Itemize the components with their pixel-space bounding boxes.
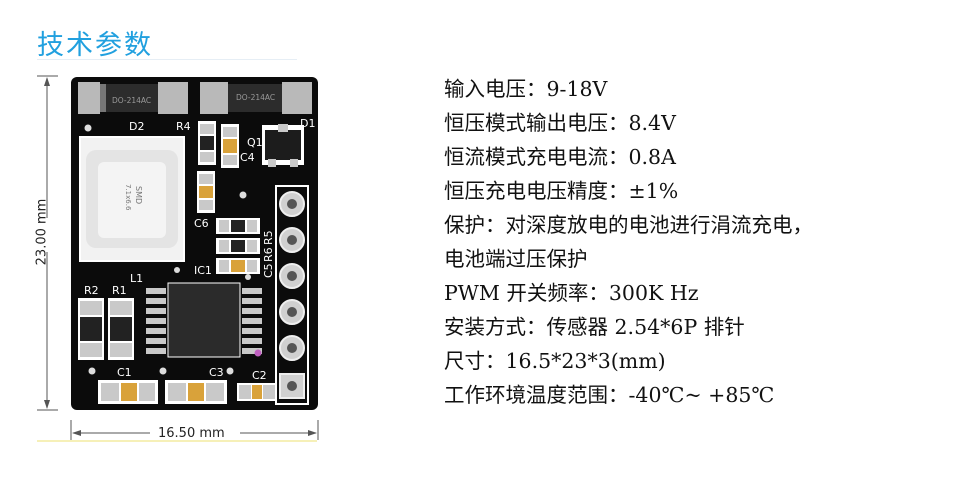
pcb-illustration: DO-214AC DO-214AC D2 R4 D1 Q1 C4 C6 IC1 … xyxy=(37,75,319,440)
label-d2: D2 xyxy=(129,120,144,133)
label-r4: R4 xyxy=(176,120,191,133)
label-l1: L1 xyxy=(130,272,143,285)
spec-input-voltage: 输入电压：9-18V xyxy=(444,77,608,101)
ic-ic1 xyxy=(146,282,262,358)
capacitor-c5 xyxy=(216,258,260,274)
label-c4: C4 xyxy=(240,151,255,164)
title-divider xyxy=(37,59,297,60)
spec-voltage-accuracy: 恒压充电电压精度：±1% xyxy=(444,179,679,203)
label-q1: Q1 xyxy=(247,136,263,149)
svg-text:DO-214AC: DO-214AC xyxy=(112,96,151,105)
section-title: 技术参数 xyxy=(37,30,153,61)
diode-d2: DO-214AC xyxy=(78,82,188,114)
dimension-lines xyxy=(37,75,319,440)
label-c6: C6 xyxy=(194,217,209,230)
label-c2: C2 xyxy=(252,369,267,382)
capacitor-c3 xyxy=(165,380,227,404)
spec-protection-cont: 电池端过压保护 xyxy=(444,247,588,271)
svg-text:SMD: SMD xyxy=(134,186,143,204)
spec-cv-output-voltage: 恒压模式输出电压：8.4V xyxy=(444,111,676,135)
pin-header xyxy=(275,185,309,405)
capacitor-c4 xyxy=(221,124,239,168)
label-c5: C5 xyxy=(262,263,275,278)
spec-protection: 保护：对深度放电的电池进行涓流充电， xyxy=(444,213,813,237)
diode-d1: DO-214AC xyxy=(200,82,312,114)
label-ic1: IC1 xyxy=(194,264,212,277)
inductor-l1: SMD 7.1x6.6 xyxy=(79,136,185,262)
svg-text:7.1x6.6: 7.1x6.6 xyxy=(124,184,132,211)
label-r2: R2 xyxy=(84,284,99,297)
spec-list: 输入电压：9-18V 恒压模式输出电压：8.4V 恒流模式充电电流：0.8A 恒… xyxy=(444,72,813,412)
spec-cc-charge-current: 恒流模式充电电流：0.8A xyxy=(444,145,676,169)
transistor-q1 xyxy=(262,124,304,167)
label-c1: C1 xyxy=(117,366,132,379)
label-r5: R5 xyxy=(262,230,275,245)
svg-text:DO-214AC: DO-214AC xyxy=(236,93,275,102)
label-r1: R1 xyxy=(112,284,127,297)
spec-mounting: 安装方式：传感器 2.54*6P 排针 xyxy=(444,315,745,339)
resistor-r6 xyxy=(216,238,260,254)
resistor-r5 xyxy=(216,218,260,234)
spec-pwm-frequency: PWM 开关频率：300K Hz xyxy=(444,281,699,305)
resistor-r2 xyxy=(78,298,104,360)
spec-size: 尺寸：16.5*23*3(mm) xyxy=(444,349,666,373)
bottom-divider xyxy=(37,440,317,442)
resistor-r1 xyxy=(108,298,134,360)
label-r6: R6 xyxy=(262,247,275,262)
capacitor-c6 xyxy=(197,171,215,213)
capacitor-c2 xyxy=(237,383,277,401)
label-c3: C3 xyxy=(209,366,224,379)
width-dimension: 16.50 mm xyxy=(158,426,225,441)
resistor-r4 xyxy=(198,121,216,165)
capacitor-c1 xyxy=(98,380,158,404)
spec-temperature: 工作环境温度范围：-40℃~ +85℃ xyxy=(444,383,775,407)
